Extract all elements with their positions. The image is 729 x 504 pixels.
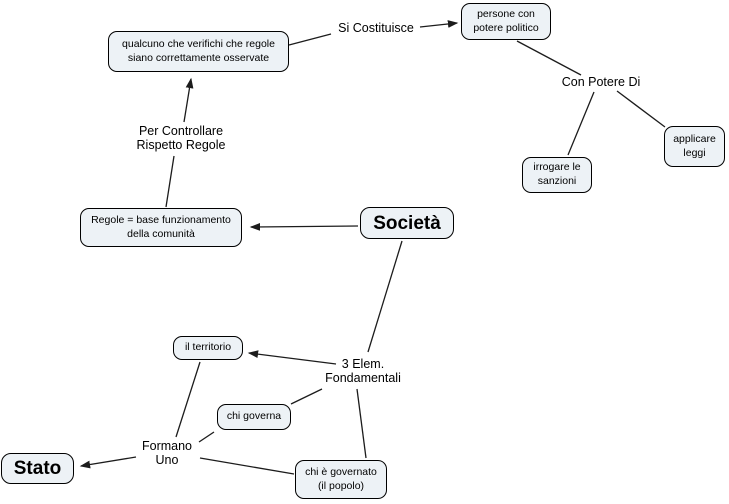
link-line-formano-stato xyxy=(79,456,137,469)
node-irrogare-sanzioni[interactable]: irrogare le sanzioni xyxy=(522,157,592,193)
link-line-formano-governato xyxy=(199,457,295,475)
node-chi-governa[interactable]: chi governa xyxy=(217,404,291,430)
link-line-conpotere-applicare xyxy=(616,90,666,128)
link-line-territorio-formano xyxy=(175,361,201,438)
link-line-treelementi-territorio xyxy=(247,350,337,365)
link-line-treelementi-governa xyxy=(290,388,323,405)
link-line-conpotere-irrogare xyxy=(567,91,595,156)
link-line-qualcuno-sicostituisce xyxy=(288,33,332,46)
node-societa[interactable]: Società xyxy=(360,207,454,239)
node-il-territorio[interactable]: il territorio xyxy=(173,336,243,360)
link-line-sicostituisce-persone xyxy=(419,20,459,28)
link-line-persone-conpotere xyxy=(516,40,582,76)
link-label-per-controllare[interactable]: Per Controllare Rispetto Regole xyxy=(136,124,226,152)
link-line-societa-regole xyxy=(249,223,359,231)
node-persone-potere-politico[interactable]: persone con potere politico xyxy=(461,3,551,40)
link-line-treelementi-governato xyxy=(356,388,367,459)
node-qualcuno-verifichi[interactable]: qualcuno che verifichi che regole siano … xyxy=(108,31,289,72)
link-label-si-costituisce[interactable]: Si Costituisce xyxy=(338,21,414,35)
node-regole-base[interactable]: Regole = base funzionamento della comuni… xyxy=(80,208,242,247)
link-line-percontrollare-qualcuno xyxy=(183,77,194,123)
link-line-regole-percontrollare xyxy=(165,155,175,208)
link-label-formano-uno[interactable]: Formano Uno xyxy=(141,439,193,467)
node-chi-e-governato[interactable]: chi è governato (il popolo) xyxy=(295,460,387,499)
node-stato[interactable]: Stato xyxy=(1,453,74,484)
link-label-tre-elementi[interactable]: 3 Elem. Fondamentali xyxy=(325,357,401,385)
node-applicare-leggi[interactable]: applicare leggi xyxy=(664,126,725,167)
link-line-societa-treelementi xyxy=(367,240,403,353)
link-line-governa-formano xyxy=(198,431,215,443)
link-label-con-potere-di[interactable]: Con Potere Di xyxy=(561,75,641,89)
